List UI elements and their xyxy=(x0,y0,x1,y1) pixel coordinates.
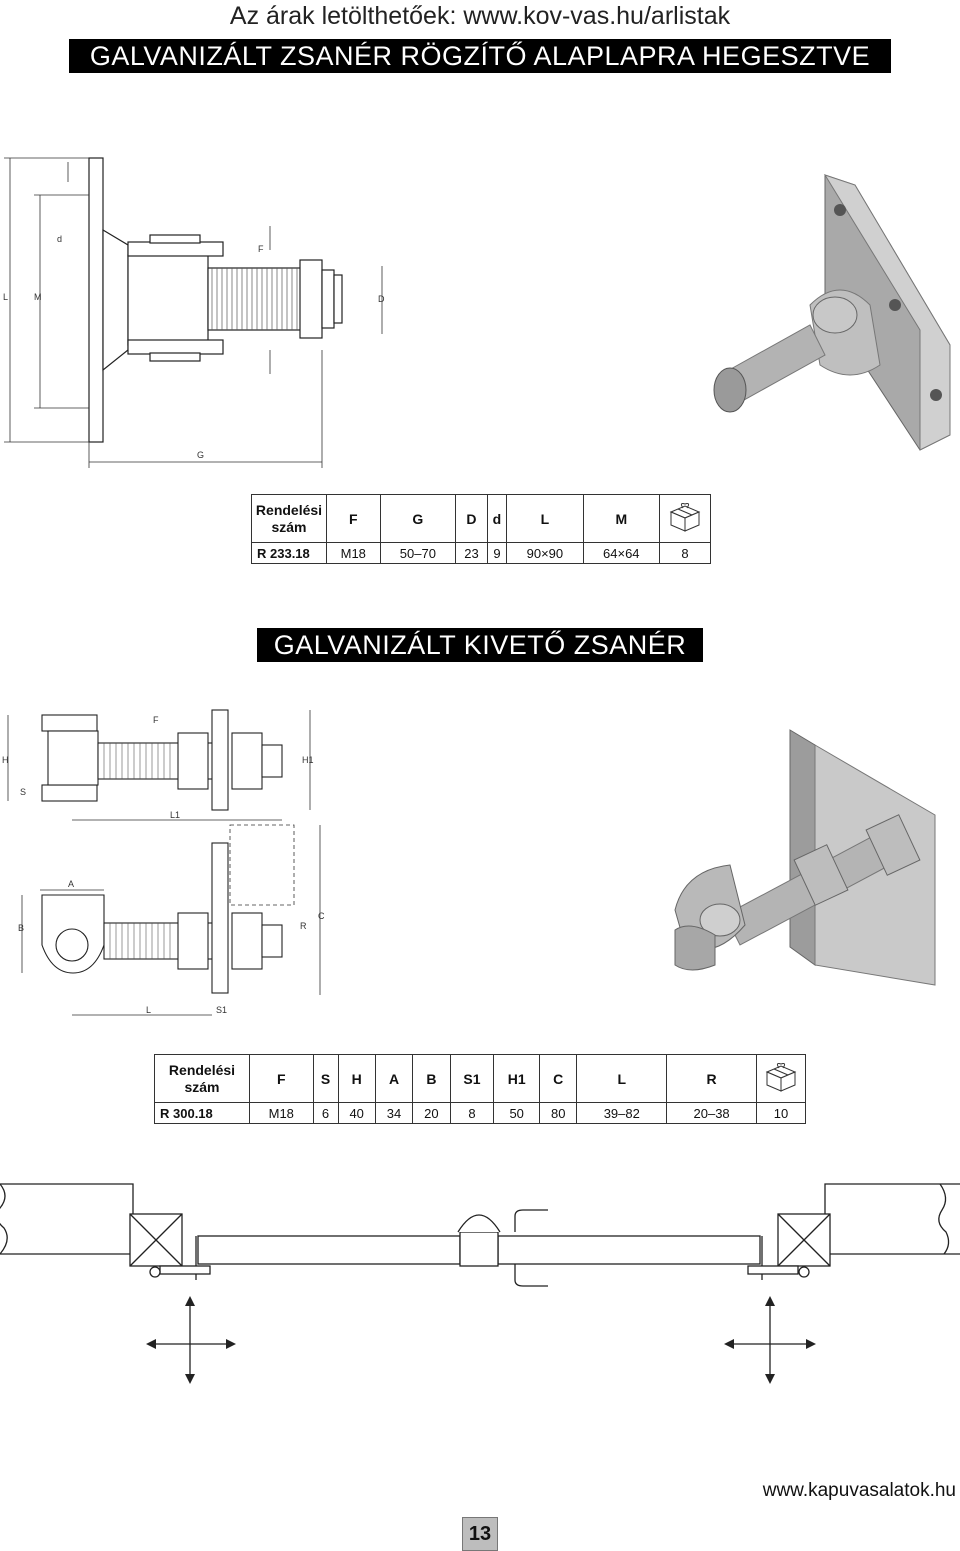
gate-installation-diagram xyxy=(0,1183,960,1384)
section2-title: GALVANIZÁLT KIVETŐ ZSANÉR xyxy=(257,628,703,662)
package-header xyxy=(756,1054,806,1103)
table-row: R 233.18 M18 50–70 23 9 90×90 64×64 8 xyxy=(251,542,711,564)
dim-label-S1: S1 xyxy=(216,1005,227,1015)
dim-label-H: H xyxy=(2,755,9,765)
col-header-F: F xyxy=(326,494,381,543)
col-header-F: F xyxy=(249,1054,314,1103)
hinge-base-plate-drawing: d F L M D G xyxy=(3,157,385,468)
dim-label-D: D xyxy=(378,294,385,304)
dim-label-M: M xyxy=(34,292,42,302)
offset-hinge-drawing: F H S H1 L1 A B C R L S1 xyxy=(2,709,325,1016)
col-header-S: S xyxy=(312,1054,339,1103)
col-header-M: M xyxy=(582,494,661,543)
col-header-C: C xyxy=(539,1054,578,1103)
price-list-link-text: Az árak letölthetőek: www.kov-vas.hu/arl… xyxy=(229,2,731,30)
col-header-G: G xyxy=(379,494,457,543)
footer-website: www.kapuvasalatok.hu xyxy=(762,1480,956,1501)
col-header-B: B xyxy=(412,1054,451,1103)
dim-label-L: L xyxy=(3,292,8,302)
page-number: 13 xyxy=(462,1517,498,1551)
gift-box-icon xyxy=(765,1063,797,1092)
col-header-L: L xyxy=(506,494,584,543)
spec-table-r233: Rendelési szám F G D d L M R 233.18 M18 … xyxy=(251,494,711,564)
dim-label-F: F xyxy=(258,244,264,254)
package-header xyxy=(659,494,711,543)
order-number-header: Rendelési szám xyxy=(154,1054,250,1103)
col-header-H1: H1 xyxy=(493,1054,541,1103)
dim-label-d: d xyxy=(57,234,62,244)
dim-label-L: L xyxy=(146,1005,151,1015)
col-header-L: L xyxy=(576,1054,668,1103)
gift-box-icon xyxy=(669,503,701,532)
hinge-base-plate-render xyxy=(713,174,951,451)
dim-label-H1: H1 xyxy=(302,755,314,765)
dim-label-S: S xyxy=(20,787,26,797)
col-header-D: D xyxy=(455,494,488,543)
dim-label-B: B xyxy=(18,923,24,933)
dim-label-L1: L1 xyxy=(170,810,180,820)
order-number-header: Rendelési szám xyxy=(251,494,327,543)
dim-label-C: C xyxy=(318,911,325,921)
section1-title: GALVANIZÁLT ZSANÉR RÖGZÍTŐ ALAPLAPRA HEG… xyxy=(69,39,891,73)
dim-label-G: G xyxy=(197,450,204,460)
offset-hinge-render xyxy=(674,729,936,986)
col-header-S1: S1 xyxy=(449,1054,495,1103)
col-header-d: d xyxy=(486,494,508,543)
dim-label-R: R xyxy=(300,921,307,931)
dim-label-A: A xyxy=(68,879,74,889)
col-header-H: H xyxy=(337,1054,376,1103)
dim-label-F: F xyxy=(153,715,159,725)
spec-table-r300: Rendelési szám F S H A B S1 H1 C L R R 3… xyxy=(154,1054,806,1124)
col-header-R: R xyxy=(666,1054,757,1103)
col-header-A: A xyxy=(374,1054,414,1103)
table-row: R 300.18 M18 6 40 34 20 8 50 80 39–82 20… xyxy=(154,1102,806,1124)
